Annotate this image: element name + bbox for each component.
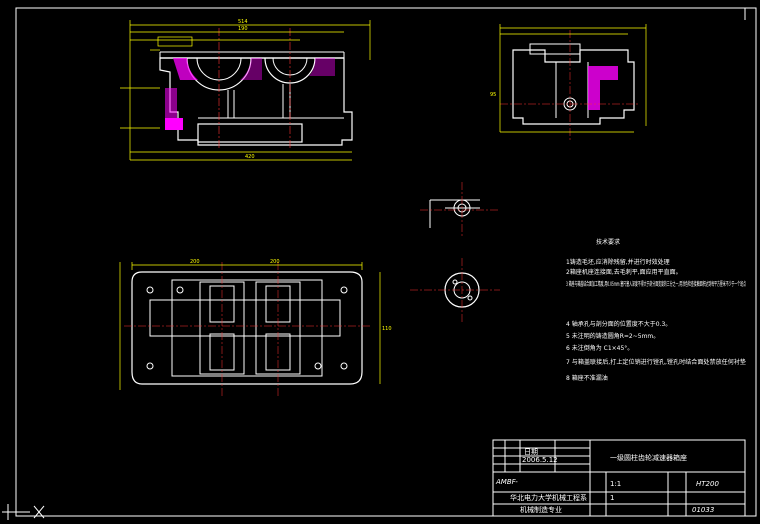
dim-plan-side: 110 <box>382 326 392 332</box>
tech-req-item-7: 7 与箱盖联接后,打上定位销进行镗孔,镗孔时结合面处禁放任何衬垫 <box>566 358 746 366</box>
title-block-school: 华北电力大学机械工程系 <box>510 493 587 502</box>
dim-bottom-width: 420 <box>245 154 255 160</box>
dim-plan-left: 200 <box>190 259 200 265</box>
tech-req-item-5: 5 未注明的铸造圆角R=2~5mm。 <box>566 332 659 340</box>
title-block-date-label: 日期 <box>524 448 538 456</box>
dim-top-overall2: 190 <box>238 26 248 32</box>
plan-view: 200 200 110 <box>119 259 392 398</box>
title-block-material: HT200 <box>696 480 719 488</box>
title-block-dept: 机械制造专业 <box>520 505 562 514</box>
side-view: 95 <box>490 24 647 140</box>
title-block-drawing-no: 01033 <box>692 506 714 514</box>
tech-req-item-4: 4 轴承孔与剖分面的位置度不大于0.3。 <box>566 320 671 328</box>
tech-req-item-3: 3 箱座与箱盖结合面加工精度,用0.05mm 塞尺塞入深度不得大于剖分面宽度的三… <box>566 280 746 288</box>
tech-req-item-6: 6 未注倒角为 C1×45°。 <box>566 344 633 352</box>
title-block-scale: 1:1 <box>610 480 621 488</box>
drawing-frame <box>15 7 757 517</box>
title-block-title: 一级圆柱齿轮减速器箱座 <box>610 453 687 462</box>
tech-req-item-2: 2箱座机座连接面,去毛刺平,面应用平直面。 <box>566 268 682 276</box>
front-view: 514 190 420 <box>120 19 371 161</box>
title-block-date: 2006.5.12 <box>522 456 558 464</box>
technical-requirements: 技术要求 1铸造毛坯,应消除残留,并进行时效处理 2箱座机座连接面,去毛刺平,面… <box>566 238 746 382</box>
detail-view-1 <box>420 182 500 236</box>
title-block-quantity: 1 <box>610 494 614 502</box>
tech-req-item-1: 1铸造毛坯,应消除残留,并进行时效处理 <box>566 258 670 266</box>
dim-plan-mid: 200 <box>270 259 280 265</box>
title-block-code: AMBF- <box>495 478 518 486</box>
ucs-icon <box>2 504 45 520</box>
title-block: 日期 2006.5.12 一级圆柱齿轮减速器箱座 AMBF- 华北电力大学机械工… <box>492 439 746 517</box>
tech-req-item-8: 8 箱座不准漏油 <box>566 374 608 382</box>
dim-side-height: 95 <box>490 92 496 98</box>
tech-req-title: 技术要求 <box>596 238 620 246</box>
detail-view-2 <box>410 258 500 324</box>
dim-top-overall: 514 <box>238 19 248 25</box>
